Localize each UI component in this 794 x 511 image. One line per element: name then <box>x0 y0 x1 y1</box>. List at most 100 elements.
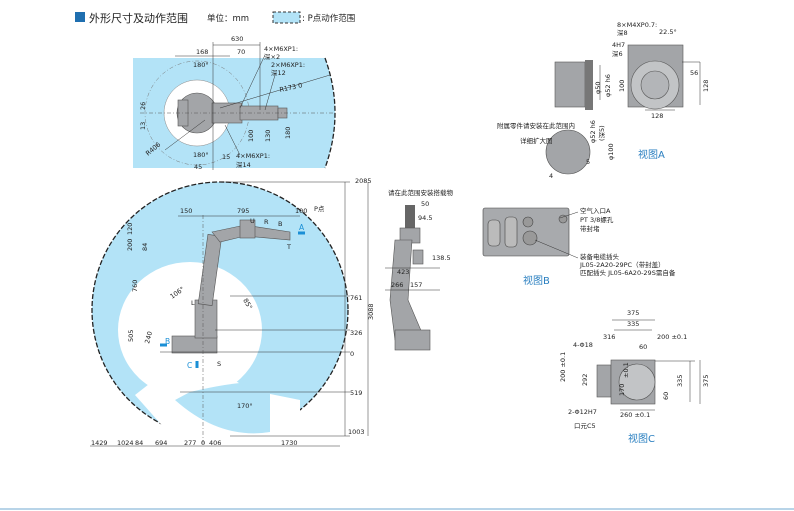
dim-200: 200 <box>126 239 134 251</box>
dim-150: 150 <box>180 207 192 215</box>
view-c-d335-vertical: 335 <box>676 375 684 387</box>
dim-157: 157 <box>410 281 422 289</box>
view-a-note2a: 4H7 <box>612 41 625 49</box>
bottom-dim: 406 <box>209 439 221 447</box>
air-inlet-label: 空气入口A <box>580 206 611 215</box>
view-a-label: 视图A <box>638 148 665 161</box>
view-c-d60: 60 <box>639 343 647 351</box>
axis-r-label: R <box>264 218 269 226</box>
mating-plug-note: 匹配插头 JL05-6A20-29S需自备 <box>580 268 676 277</box>
view-a-phi52-detail: φ52 h6 <box>589 120 597 143</box>
dim-3088: 3088 <box>367 303 375 320</box>
dim-2085: 2085 <box>355 177 372 185</box>
view-c-arrow-label: C <box>187 361 192 370</box>
dim-0: 0 <box>350 350 354 358</box>
view-a-d128-horizontal: 128 <box>651 112 663 120</box>
view-a-note1b: 深8 <box>617 28 628 37</box>
view-c-d375: 375 <box>627 309 639 317</box>
note-thread-1a: 4×M6XP1: <box>264 45 298 53</box>
bottom-dim: 277 <box>184 439 196 447</box>
dim-519: 519 <box>350 389 362 397</box>
view-a-detail-label: 详细扩大图 <box>520 136 553 145</box>
dim-13: 13 <box>139 122 147 130</box>
cable-connector-label: 装备电缆插头 <box>580 252 620 261</box>
view-a-d4: 4 <box>549 172 553 180</box>
dim-120: 120 <box>126 223 134 235</box>
view-c-drawing <box>596 319 701 411</box>
axis-s-label: S <box>217 360 221 368</box>
dim-240: 240 <box>143 330 154 344</box>
view-b-arrow-label: B <box>165 337 170 346</box>
angle-bottom: 180° <box>193 151 209 159</box>
dim-70: 70 <box>237 48 245 56</box>
view-a-d56: 56 <box>690 69 698 77</box>
dim-326: 326 <box>350 329 362 337</box>
bottom-dim: 0 <box>201 439 205 447</box>
dim-15: 15 <box>222 153 230 161</box>
unit-label: 单位：mm <box>207 13 249 24</box>
view-b-label: 视图B <box>523 274 550 287</box>
dim-760: 760 <box>131 280 139 292</box>
dim-795: 795 <box>237 207 249 215</box>
view-a-note2b: 深6 <box>612 49 623 58</box>
dim-505: 505 <box>127 330 135 342</box>
dim-100-side: 100 <box>295 207 307 215</box>
view-a-note1a: 8×M4XP0.7: <box>617 21 657 29</box>
view-a-phi52: φ52 h6 <box>604 74 612 97</box>
dim-266: 266 <box>391 281 403 289</box>
view-a-d100: 100 <box>618 80 626 92</box>
dim-168: 168 <box>196 48 208 56</box>
legend-swatch <box>272 11 301 24</box>
payload-mount-note: 请在此范围安装搭载物 <box>388 188 454 197</box>
dim-180: 180 <box>284 127 292 139</box>
axis-b-label: B <box>278 220 282 228</box>
view-c-d200-vertical: 200 ±0.1 <box>559 352 567 382</box>
view-a-angle: 22.5° <box>659 28 677 36</box>
bottom-dim: 1024 <box>117 439 134 447</box>
air-inlet-plug: 带封堵 <box>580 224 600 233</box>
view-c-chamfer: 口元C5 <box>574 422 596 430</box>
p-point-label: P点 <box>314 205 325 213</box>
view-c-d60-vertical: 60 <box>662 392 670 400</box>
dim-130: 130 <box>264 130 272 142</box>
axis-l-label: L <box>191 299 195 307</box>
view-c-d292: 292 <box>581 374 589 386</box>
dim-26: 26 <box>139 102 147 110</box>
view-c-label: 视图C <box>628 432 655 445</box>
dim-630: 630 <box>231 35 243 43</box>
axis-t-label: T <box>286 243 291 251</box>
view-a-d5: 5 <box>586 158 590 166</box>
dim-94-5: 94.5 <box>418 214 432 222</box>
view-a-arrow-label: A <box>299 223 305 232</box>
side-view-drawing <box>90 181 369 450</box>
air-inlet-thread: PT 3/8螺孔 <box>580 215 614 224</box>
dim-45: 45 <box>194 163 202 171</box>
view-c-d335: 335 <box>627 320 639 328</box>
page-title: 外形尺寸及动作范围 <box>89 11 188 25</box>
note-thread-3b: 深14 <box>236 160 251 169</box>
view-c-d316: 316 <box>603 333 615 341</box>
view-c-tolerance: ±0.1 <box>622 362 630 378</box>
view-a-d128-vertical: 128 <box>702 80 710 92</box>
view-b-drawing <box>482 207 579 259</box>
note-thread-1b: 深×2 <box>264 52 280 61</box>
legend-label: : P点动作范围 <box>302 13 355 24</box>
view-a-mount-note: 附属零件请安装在此范围内 <box>497 121 575 130</box>
view-c-pins: 2-Φ12H7 <box>568 408 597 416</box>
bottom-dim: 1429 <box>91 439 108 447</box>
dim-100: 100 <box>247 130 255 142</box>
section-marker-icon <box>75 12 85 22</box>
top-view <box>133 42 336 170</box>
view-c-d375-vertical: 375 <box>702 375 710 387</box>
dim-50: 50 <box>421 200 429 208</box>
dim-761: 761 <box>350 294 362 302</box>
view-c-d170: 170 <box>618 384 626 396</box>
view-c-d260: 260 ±0.1 <box>620 411 650 419</box>
view-a-depth5: (深5) <box>597 125 606 141</box>
bottom-dim: 1730 <box>281 439 298 447</box>
dim-423: 423 <box>397 268 409 276</box>
angle-170: 170° <box>237 402 253 410</box>
front-view-drawing <box>385 205 440 351</box>
note-thread-3a: 4×M6XP1: <box>236 152 270 160</box>
cable-connector-model: JL05-2A20-29PC（带封盖） <box>579 260 665 269</box>
